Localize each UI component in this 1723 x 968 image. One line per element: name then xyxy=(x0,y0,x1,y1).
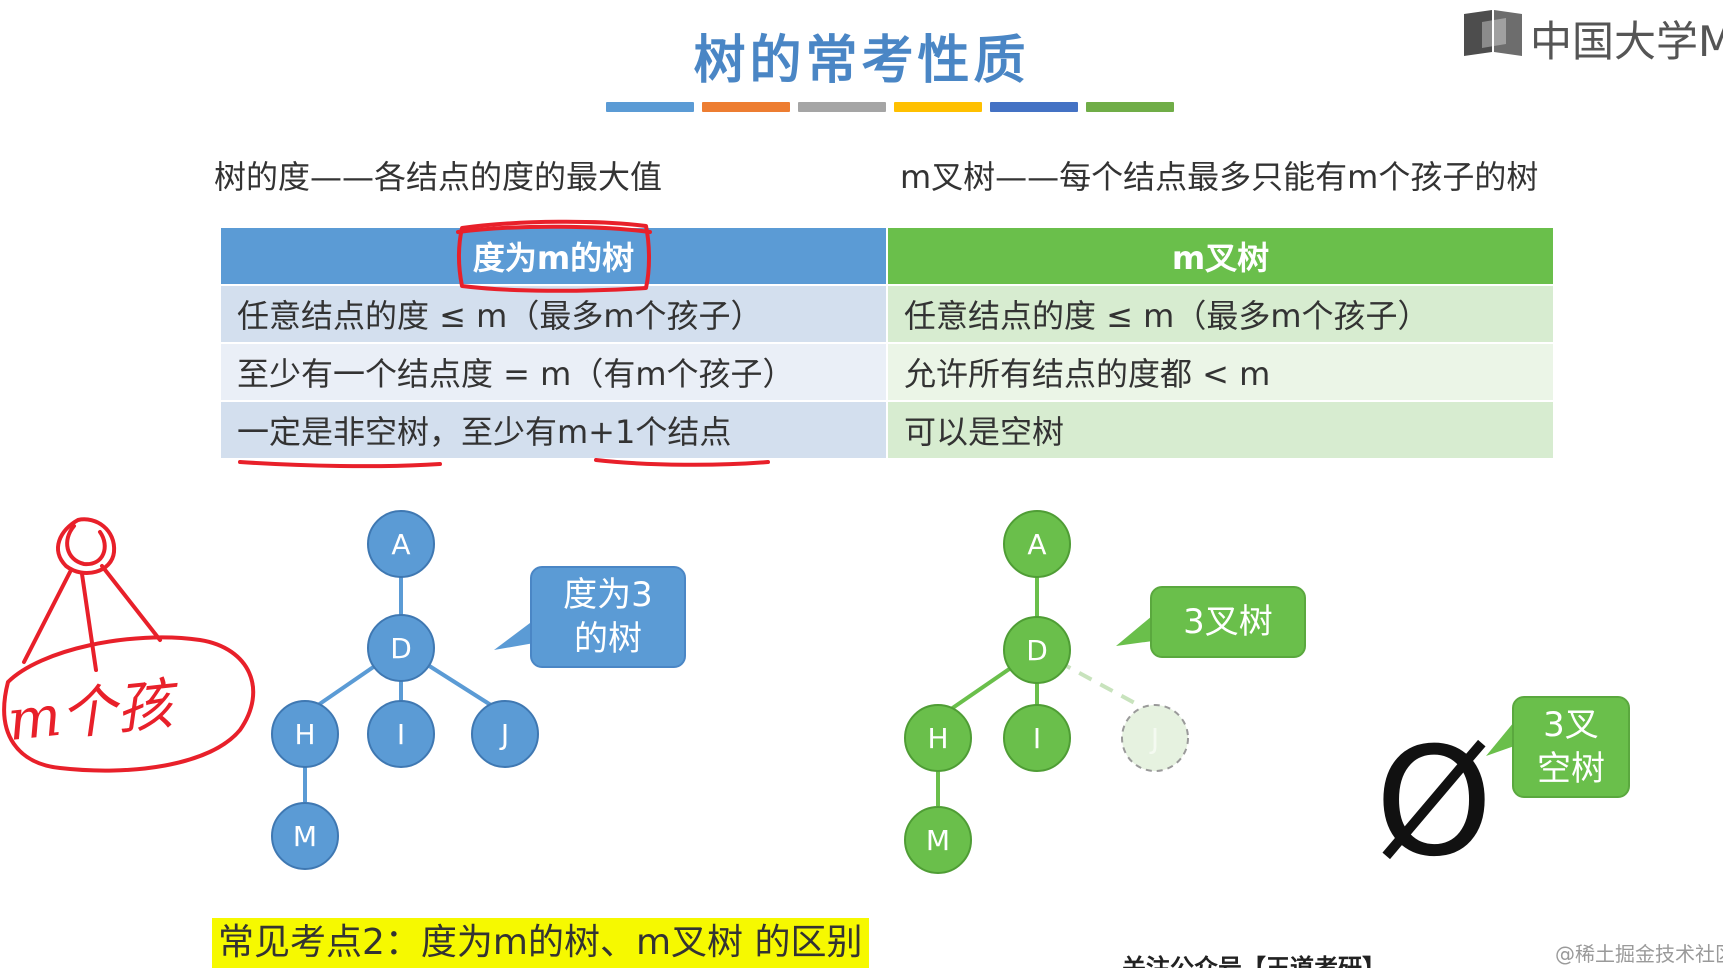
table-header-m-ary: m叉树 xyxy=(887,228,1553,286)
tree-node: J xyxy=(471,700,539,768)
tree-node: H xyxy=(904,704,972,772)
callout-text: 度为3 的树 xyxy=(563,575,653,659)
tree-node: A xyxy=(367,510,435,578)
tree-node: D xyxy=(367,614,435,682)
title-bar xyxy=(702,102,790,112)
title-bar xyxy=(990,102,1078,112)
tree-diagrams: A D H I J M A D H I J M xyxy=(271,510,1520,874)
table-cell: 一定是非空树，至少有m+1个结点 xyxy=(221,401,888,460)
slide-title: 树的常考性质 xyxy=(693,31,1030,91)
callout-text: 3叉 空树 xyxy=(1537,705,1605,789)
callout-pointer xyxy=(494,620,540,650)
table-header-degree-m: 度为m的树 xyxy=(221,228,888,286)
table-cell: 任意结点的度 ≤ m（最多m个孩子） xyxy=(221,285,888,344)
definition-tree-degree: 树的度——各结点的度的最大值 xyxy=(214,158,663,196)
title-bar xyxy=(894,102,982,112)
table-row: 一定是非空树，至少有m+1个结点 可以是空树 xyxy=(221,401,1553,460)
table-cell: 允许所有结点的度都 < m xyxy=(887,343,1553,402)
callout-degree-3-tree: 度为3 的树 xyxy=(530,566,686,668)
tree-node: M xyxy=(271,802,339,870)
callout-3-ary-tree: 3叉树 xyxy=(1150,586,1306,658)
node-label: A xyxy=(391,528,410,561)
node-label: J xyxy=(1149,722,1159,755)
table-cell: 可以是空树 xyxy=(887,401,1553,460)
definition-m-ary-tree: m叉树——每个结点最多只能有m个孩子的树 xyxy=(900,158,1539,196)
callout-text: 3叉树 xyxy=(1183,602,1273,642)
node-label: I xyxy=(1033,722,1041,755)
node-label: D xyxy=(390,632,412,665)
node-label: M xyxy=(926,824,950,857)
table-row: 至少有一个结点度 = m（有m个孩子） 允许所有结点的度都 < m xyxy=(221,343,1553,402)
node-label: A xyxy=(1027,528,1046,561)
key-point-highlight: 常见考点2：度为m的树、m叉树 的区别 xyxy=(212,918,869,968)
title-underline-bars xyxy=(606,102,1174,112)
tree-node-missing: J xyxy=(1121,704,1189,772)
tree-node: H xyxy=(271,700,339,768)
title-bar xyxy=(1086,102,1174,112)
table-row: 任意结点的度 ≤ m（最多m个孩子） 任意结点的度 ≤ m（最多m个孩子） xyxy=(221,285,1553,344)
tree-node: M xyxy=(904,806,972,874)
watermark: @稀土掘金技术社区 xyxy=(1555,942,1723,966)
mooc-logo: 中国大学MOOC xyxy=(1462,6,1723,62)
tree-node: I xyxy=(1003,704,1071,772)
empty-set-symbol: Ø xyxy=(1375,716,1494,890)
table-cell: 至少有一个结点度 = m（有m个孩子） xyxy=(221,343,888,402)
callout-3-ary-empty-tree: 3叉 空树 xyxy=(1512,696,1630,798)
node-label: M xyxy=(293,820,317,853)
callout-pointer xyxy=(1116,616,1160,646)
tree-degree-3: A D H I J M xyxy=(271,510,540,870)
book-icon xyxy=(1464,10,1522,56)
footer-text-partial: 关注公众号【王道考研】 xyxy=(1122,954,1386,968)
title-bar xyxy=(606,102,694,112)
node-label: H xyxy=(294,718,315,751)
node-label: D xyxy=(1026,634,1048,667)
node-label: H xyxy=(927,722,948,755)
table-header-row: 度为m的树 m叉树 xyxy=(221,228,1553,286)
callout-pointer xyxy=(1486,722,1520,756)
tree-node: D xyxy=(1003,616,1071,684)
logo-text: 中国大学MOOC xyxy=(1530,17,1723,62)
node-label: I xyxy=(397,718,405,751)
tree-node: A xyxy=(1003,510,1071,578)
tree-node: I xyxy=(367,700,435,768)
title-bar xyxy=(798,102,886,112)
table-cell: 任意结点的度 ≤ m（最多m个孩子） xyxy=(887,285,1553,344)
tree-3-ary: A D H I J M xyxy=(904,510,1520,874)
node-label: J xyxy=(499,718,509,751)
comparison-table: 度为m的树 m叉树 任意结点的度 ≤ m（最多m个孩子） 任意结点的度 ≤ m（… xyxy=(221,228,1553,460)
